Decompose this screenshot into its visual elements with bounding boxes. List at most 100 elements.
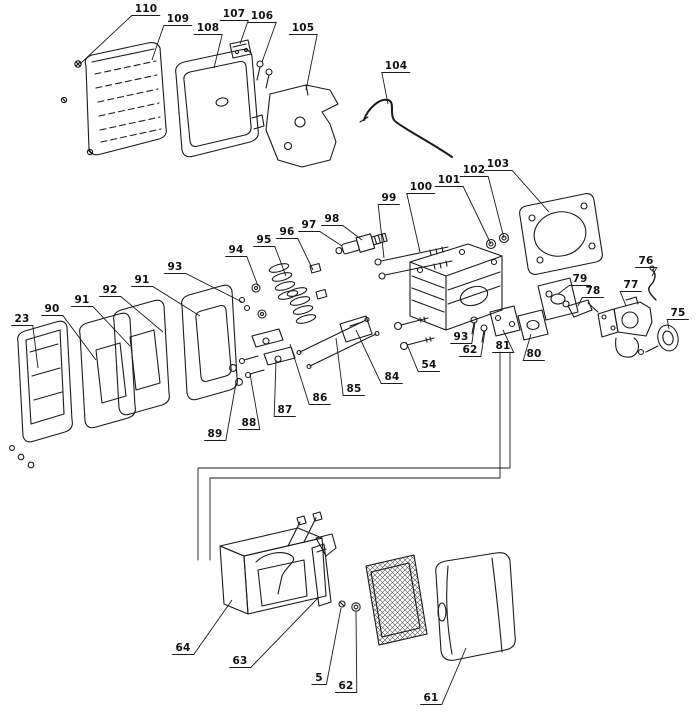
part-callout: 85: [336, 338, 365, 396]
rocker-cover: [17, 320, 73, 443]
part-callout: 76: [635, 255, 657, 276]
part-callout: 105: [289, 22, 317, 90]
part-callout: 62: [335, 612, 357, 693]
leader-line: [620, 292, 642, 307]
part-number: 89: [207, 428, 222, 440]
part-callout: 98: [321, 213, 362, 240]
part-number: 108: [197, 22, 220, 34]
manifold-bolt: [470, 316, 488, 343]
rocker-stud: [238, 355, 265, 379]
leader-line: [378, 205, 400, 259]
leader-line: [41, 316, 96, 361]
leader-line: [492, 330, 514, 353]
part-callout: 88: [238, 374, 260, 430]
part-callout: 99: [378, 192, 400, 258]
part-number: 86: [312, 392, 327, 404]
part-callout: 94: [225, 244, 258, 286]
part-callout: 54: [406, 342, 440, 372]
leader-line: [99, 297, 163, 333]
leader-line: [248, 23, 276, 63]
part-number: 90: [44, 303, 59, 315]
part-number: 99: [381, 192, 396, 204]
heat-shield: [265, 84, 339, 168]
part-callout: 109: [152, 13, 192, 60]
leader-line: [164, 274, 242, 303]
leader-line: [225, 257, 258, 287]
valve-cap: [309, 262, 328, 300]
muffler: [175, 49, 265, 158]
part-callout: 93: [450, 322, 475, 344]
leader-line: [435, 187, 491, 245]
part-callout: 63: [229, 598, 318, 668]
valve-spring: [268, 263, 317, 324]
part-callout: 91: [131, 274, 200, 316]
part-callout: 61: [420, 648, 466, 705]
filter-bracket: [311, 533, 337, 607]
leader-line: [172, 600, 232, 655]
leader-line: [80, 16, 160, 65]
part-callout: 62: [459, 331, 485, 357]
part-callout: 110: [80, 3, 160, 64]
leader-line: [229, 598, 318, 668]
part-number: 61: [423, 692, 438, 704]
part-number: 105: [292, 22, 315, 34]
part-number: 91: [74, 294, 89, 306]
cover-screw-small: [338, 600, 346, 608]
head-bolt: [393, 316, 435, 351]
part-callout: 90: [41, 303, 96, 360]
leader-line: [635, 268, 657, 277]
part-callout: 87: [274, 360, 296, 417]
part-number: 23: [14, 313, 29, 325]
rocker-arm: [251, 328, 296, 366]
shroud-screw: [60, 60, 94, 156]
filter-element: [365, 554, 428, 646]
part-number: 76: [638, 255, 653, 267]
part-number: 98: [324, 213, 339, 225]
part-callout: 91: [71, 294, 130, 346]
part-number: 93: [453, 331, 468, 343]
leader-line: [407, 194, 435, 253]
leader-line: [336, 338, 365, 396]
leader-line: [460, 177, 504, 239]
leader-line: [220, 21, 248, 45]
part-number: 91: [134, 274, 149, 286]
part-number: 107: [223, 8, 246, 20]
stud-washer: [485, 232, 510, 250]
leader-line: [253, 247, 286, 277]
leader-line: [194, 35, 222, 69]
leader-line: [289, 35, 317, 91]
part-callout: 101: [435, 174, 491, 244]
connection-lines: [197, 351, 511, 561]
part-number: 87: [277, 404, 292, 416]
part-number: 102: [463, 164, 486, 176]
leader-line: [578, 298, 604, 307]
part-callout: 64: [172, 600, 232, 655]
leader-line: [450, 322, 475, 344]
leader-line: [276, 239, 313, 271]
part-number: 110: [135, 3, 158, 15]
part-number: 85: [346, 383, 361, 395]
part-number: 62: [338, 680, 353, 692]
part-callout: 107: [220, 8, 248, 44]
part-callout: 23: [11, 313, 38, 368]
part-callout: 81: [492, 330, 514, 353]
carburetor: [597, 296, 653, 358]
leader-line: [11, 326, 38, 369]
part-number: 63: [232, 655, 247, 667]
leader-line: [71, 307, 130, 347]
part-number: 77: [623, 279, 638, 291]
part-number: 84: [384, 371, 399, 383]
leader-line: [667, 320, 689, 330]
part-number: 92: [102, 284, 117, 296]
leader-line: [382, 73, 410, 105]
part-number: 95: [256, 234, 271, 246]
part-number: 64: [175, 642, 190, 654]
part-number: 79: [572, 273, 587, 285]
part-callout: 100: [407, 181, 435, 252]
push-rod: [296, 316, 380, 370]
cover-screw: [9, 445, 35, 469]
part-number: 94: [228, 244, 243, 256]
air-cleaner-base: [219, 511, 327, 615]
part-number: 101: [438, 174, 461, 186]
